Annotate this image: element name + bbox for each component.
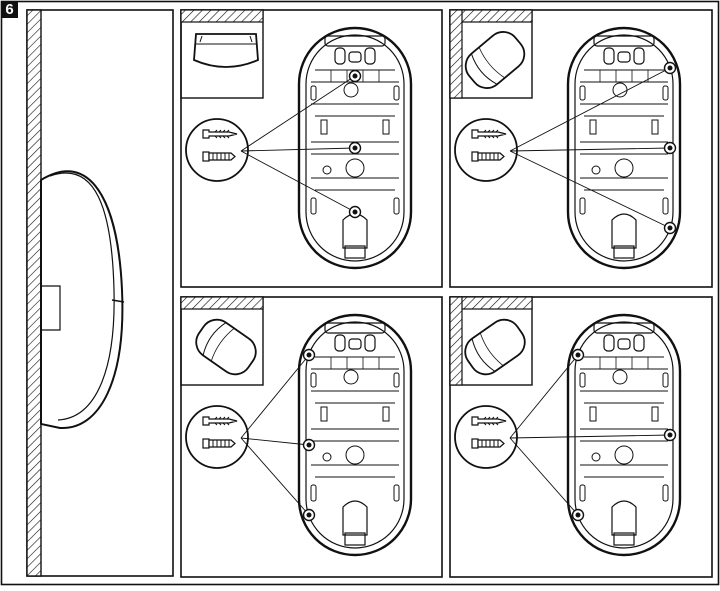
mounting-base xyxy=(297,313,413,557)
screw-detail-circle xyxy=(454,405,518,469)
bottom-left-panel xyxy=(180,296,443,578)
detector-seam xyxy=(478,47,506,79)
screw-detail-circle xyxy=(185,405,249,469)
detector-seam xyxy=(210,328,235,362)
leader-line xyxy=(240,437,310,516)
screw-detail-circle xyxy=(185,118,249,182)
leader-line xyxy=(240,147,356,152)
wall-hatch xyxy=(449,9,463,99)
ceiling-hatch xyxy=(180,9,264,23)
wall-hatch xyxy=(26,9,42,577)
side-view-panel xyxy=(26,9,174,577)
leader-line xyxy=(240,437,310,446)
detector-body xyxy=(193,33,259,68)
leader-line xyxy=(509,354,579,439)
detector-seam xyxy=(470,53,498,85)
mounting-hole xyxy=(302,348,316,362)
leader-line xyxy=(240,75,356,152)
mounting-hole xyxy=(571,508,585,522)
leader-line xyxy=(509,147,671,152)
ceiling-hatch xyxy=(180,296,264,310)
leader-line xyxy=(509,67,671,152)
leader-line xyxy=(509,150,671,229)
detector-bracket xyxy=(41,285,61,331)
leader-line xyxy=(509,437,579,516)
bottom-right-frame xyxy=(449,296,713,578)
mounting-hole xyxy=(348,141,362,155)
mounting-hole xyxy=(348,69,362,83)
detector-body xyxy=(464,318,526,376)
detector-notch xyxy=(111,299,125,303)
detector-seam xyxy=(202,322,227,356)
mounting-hole xyxy=(348,205,362,219)
bottom-left-frame xyxy=(180,296,443,578)
detector-body xyxy=(464,31,526,89)
detector-mark xyxy=(199,35,253,43)
detector-icon xyxy=(195,318,257,376)
detector-seam xyxy=(471,338,496,372)
mounting-hole xyxy=(663,428,677,442)
mounting-hole xyxy=(571,348,585,362)
screw-detail-circle xyxy=(454,118,518,182)
detector-icon xyxy=(464,31,526,89)
top-left-frame xyxy=(180,9,443,288)
detector-icon xyxy=(464,318,526,376)
top-left-panel xyxy=(180,9,443,288)
mounting-hole xyxy=(663,141,677,155)
detector-side-edge xyxy=(49,172,115,421)
top-right-frame xyxy=(449,9,713,288)
leader-line xyxy=(240,354,310,439)
mounting-hole xyxy=(302,438,316,452)
leader-line xyxy=(240,150,356,213)
detector-icon xyxy=(193,33,259,68)
leader-line xyxy=(509,434,671,439)
detector-side-profile xyxy=(40,170,124,430)
detector-seam xyxy=(479,332,504,366)
bottom-right-panel xyxy=(449,296,713,578)
wall-hatch xyxy=(449,296,463,386)
mounting-hole xyxy=(302,508,316,522)
top-right-panel xyxy=(449,9,713,288)
detector-body xyxy=(195,318,257,376)
mounting-hole xyxy=(663,221,677,235)
mounting-hole xyxy=(663,61,677,75)
step-number-badge: 6 xyxy=(1,1,18,18)
